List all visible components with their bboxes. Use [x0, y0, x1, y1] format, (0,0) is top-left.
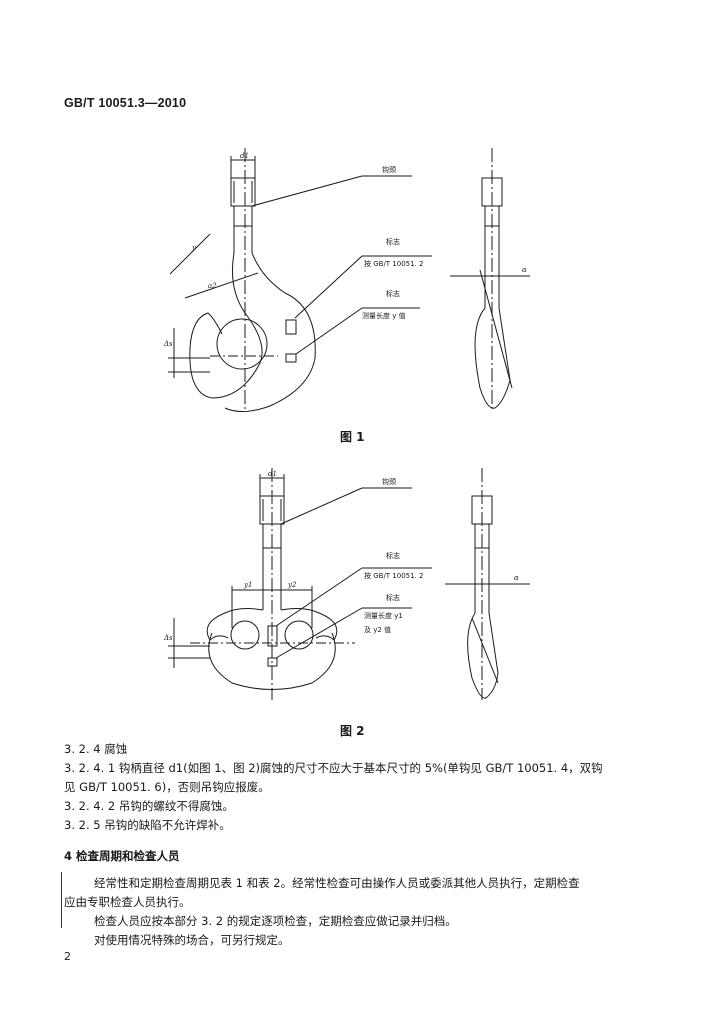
label-mark-1: 标志 — [386, 237, 400, 246]
dim-d1: d1 — [268, 470, 277, 478]
dim-alpha: α — [522, 266, 527, 274]
label-mark-2: 标志 — [386, 289, 400, 298]
dim-y1: y1 — [243, 581, 252, 589]
dim-y: y — [191, 244, 197, 252]
dim-ds: Δs — [163, 340, 173, 348]
section-3-2-5: 3. 2. 5 吊钩的缺陷不允许焊补。 — [64, 818, 231, 832]
section-3-2-4-1-line-1: 3. 2. 4. 1 钩柄直径 d1(如图 1、图 2)腐蚀的尺寸不应大于基本尺… — [64, 761, 603, 775]
figure-1: d1 y a2 Δs α 钩颈 标志 按 GB/T 10051. 2 标志 测量… — [150, 148, 570, 418]
label-measure: 测量长度 y 值 — [362, 311, 406, 320]
section-3-2-4: 3. 2. 4 腐蚀 — [64, 742, 128, 756]
section-4-heading: 4 检查周期和检查人员 — [64, 849, 180, 863]
label-neck: 钩颈 — [382, 477, 396, 486]
figure-2-drawing: d1 y1 y2 Δs α 钩颈 标志 按 GB/T 10051. 2 标志 测… — [163, 468, 530, 700]
figure-2-caption: 图 2 — [340, 724, 365, 738]
figure-2: d1 y1 y2 Δs α 钩颈 标志 按 GB/T 10051. 2 标志 测… — [150, 468, 570, 710]
section-3-2-4-2: 3. 2. 4. 2 吊钩的螺纹不得腐蚀。 — [64, 799, 234, 813]
figure-1-caption: 图 1 — [340, 430, 365, 444]
body-text: 3. 2. 4 腐蚀 3. 2. 4. 1 钩柄直径 d1(如图 1、图 2)腐… — [64, 740, 664, 950]
dim-alpha: α — [514, 574, 519, 582]
label-mark-1: 标志 — [386, 551, 400, 560]
para-3: 对使用情况特殊的场合，可另行规定。 — [94, 933, 290, 947]
para-1-line-1: 经常性和定期检查周期见表 1 和表 2。经常性检查可由操作人员或委派其他人员执行… — [94, 876, 580, 890]
dim-a2: a2 — [208, 282, 217, 290]
figure-1-drawing: d1 y a2 Δs α 钩颈 标志 按 GB/T 10051. 2 标志 测量… — [163, 148, 530, 412]
para-1-line-2: 应由专职检查人员执行。 — [64, 895, 191, 909]
label-measure-2: 及 y2 值 — [364, 625, 391, 634]
section-3-2-4-1-line-2: 见 GB/T 10051. 6)，否则吊钩应报废。 — [64, 780, 270, 794]
dim-d1: d1 — [240, 152, 249, 160]
standard-number: GB/T 10051.3—2010 — [64, 96, 187, 110]
page-number: 2 — [64, 950, 71, 963]
label-neck: 钩颈 — [382, 165, 396, 174]
revision-bar — [61, 872, 62, 928]
label-mark-1-ref: 按 GB/T 10051. 2 — [364, 259, 423, 268]
label-mark-1-ref: 按 GB/T 10051. 2 — [364, 571, 423, 580]
label-measure-1: 测量长度 y1 — [364, 611, 403, 620]
dim-y2: y2 — [287, 581, 297, 589]
dim-ds: Δs — [163, 634, 173, 642]
label-mark-2: 标志 — [386, 593, 400, 602]
para-2: 检查人员应按本部分 3. 2 的规定逐项检查，定期检查应做记录并归档。 — [94, 914, 457, 928]
